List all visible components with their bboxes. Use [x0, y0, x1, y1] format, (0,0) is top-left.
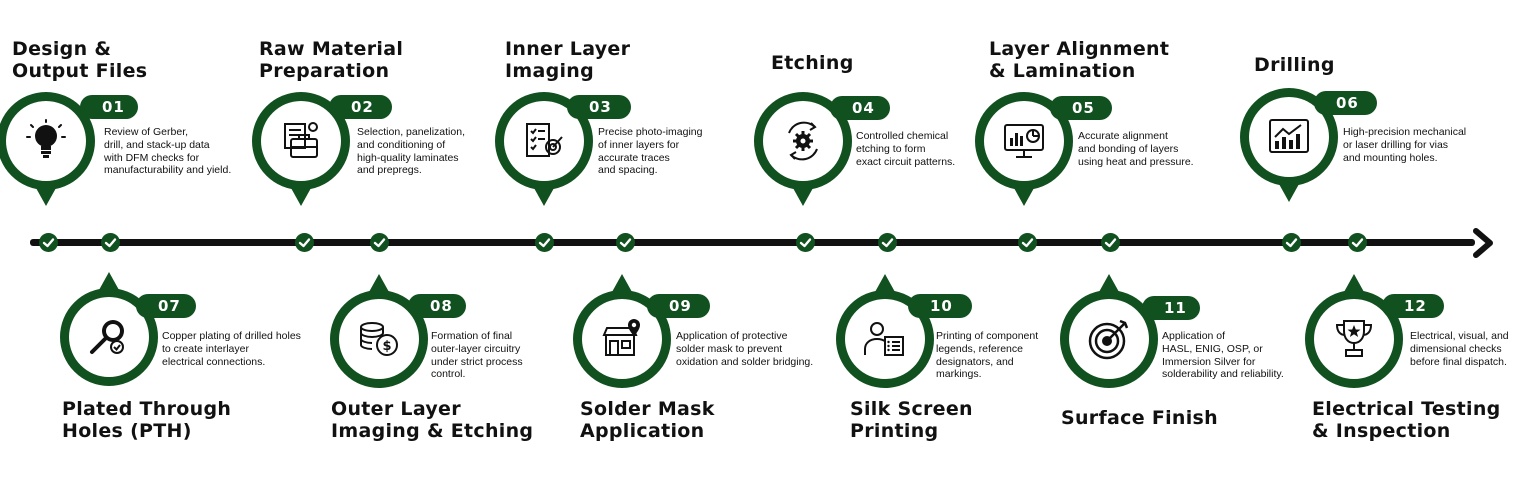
step-description: Electrical, visual, and dimensional chec…: [1410, 330, 1509, 368]
step-pin: [754, 92, 852, 206]
step-title: Outer Layer Imaging & Etching: [331, 398, 534, 442]
step-pin: [0, 92, 95, 206]
bar-chart-icon: [1269, 119, 1309, 153]
step-description: Review of Gerber, drill, and stack-up da…: [104, 126, 232, 177]
check-icon: [295, 233, 314, 252]
target-icon: [1088, 319, 1129, 360]
step-number-badge: 01: [80, 95, 138, 119]
store-location-icon: [602, 319, 640, 356]
monitor-chart-icon: [1004, 124, 1044, 158]
timeline-line: [30, 239, 1475, 246]
step-description: Accurate alignment and bonding of layers…: [1078, 130, 1194, 168]
step-title: Plated Through Holes (PTH): [62, 398, 232, 442]
step-number-badge: 02: [329, 95, 392, 119]
check-icon: [535, 233, 554, 252]
step-description: High-precision mechanical or laser drill…: [1343, 126, 1467, 164]
step-title: Silk Screen Printing: [850, 398, 973, 442]
step-number-badge: 06: [1314, 91, 1377, 115]
step-pin: $: [330, 274, 428, 388]
step-number-badge: 11: [1142, 296, 1200, 320]
trophy-icon: [1335, 320, 1373, 357]
gear-cycle-icon: [788, 121, 818, 161]
timeline-arrow-icon: [1473, 228, 1493, 258]
step-pin: [1305, 274, 1403, 388]
check-icon: [1348, 233, 1367, 252]
step-title: Solder Mask Application: [580, 398, 715, 442]
step-description: Formation of final outer-layer circuitry…: [431, 330, 523, 381]
step-title: Layer Alignment & Lamination: [989, 38, 1170, 82]
step-description: Precise photo-imaging of inner layers fo…: [598, 126, 703, 177]
checklist-target-icon: [526, 123, 563, 157]
step-description: Copper plating of drilled holes to creat…: [162, 330, 301, 368]
step-number-badge: 04: [830, 96, 890, 120]
step-title: Surface Finish: [1061, 407, 1218, 429]
step-title: Raw Material Preparation: [259, 38, 404, 82]
check-icon: [1101, 233, 1120, 252]
step-description: Selection, panelization, and conditionin…: [357, 126, 465, 177]
lightbulb-icon: [26, 119, 66, 158]
step-number-badge: 12: [1382, 294, 1444, 318]
step-number-badge: 09: [647, 294, 710, 318]
magnifier-check-icon: [90, 320, 124, 354]
step-description: Controlled chemical etching to form exac…: [856, 130, 956, 168]
step-title: Design & Output Files: [12, 38, 148, 82]
step-title: Etching: [771, 52, 854, 74]
check-icon: [796, 233, 815, 252]
step-description: Application of HASL, ENIG, OSP, or Immer…: [1162, 330, 1284, 381]
check-icon: [39, 233, 58, 252]
svg-text:$: $: [382, 339, 391, 354]
briefcase-icon: [284, 122, 318, 158]
step-number-badge: 03: [567, 95, 631, 119]
check-icon: [1282, 233, 1301, 252]
step-title: Electrical Testing & Inspection: [1312, 398, 1501, 442]
step-title: Drilling: [1254, 54, 1335, 76]
coins-icon: $: [360, 322, 398, 356]
check-icon: [370, 233, 389, 252]
step-number-badge: 07: [136, 294, 196, 318]
check-icon: [616, 233, 635, 252]
step-title: Inner Layer Imaging: [505, 38, 631, 82]
step-number-badge: 10: [908, 294, 972, 318]
step-pin: [1060, 274, 1158, 388]
step-description: Printing of component legends, reference…: [936, 330, 1039, 381]
check-icon: [101, 233, 120, 252]
person-list-icon: [864, 322, 904, 356]
step-number-badge: 08: [408, 294, 466, 318]
check-icon: [878, 233, 897, 252]
step-number-badge: 05: [1050, 96, 1112, 120]
check-icon: [1018, 233, 1037, 252]
step-description: Application of protective solder mask to…: [676, 330, 814, 368]
